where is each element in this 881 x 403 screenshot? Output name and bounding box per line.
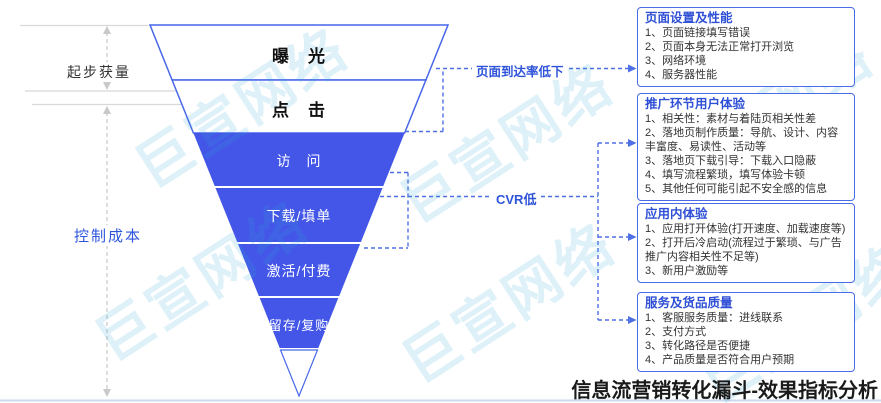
info-box-item: 1、应用打开体验(打开速度、加载速度等) <box>645 223 846 235</box>
cvr-bracket-path <box>364 171 598 249</box>
info-box-item: 1、相关性：素材与着陆页相关性差 <box>645 113 817 125</box>
arrival-connector-path <box>405 67 628 133</box>
cvr-low-label: CVR低 <box>492 189 541 208</box>
info-box-item: 2、页面本身无法正常打开浏览 <box>645 41 795 53</box>
slide-title: 信息流营销转化漏斗-效果指标分析 <box>571 380 878 402</box>
info-box-item: 4、服务器性能 <box>645 69 718 81</box>
info-box-item: 1、客服服务质量：进线联系 <box>645 312 784 324</box>
arrow-right-icon <box>628 316 637 324</box>
measure-lines <box>20 24 182 106</box>
funnel-label-retention: 留存/复购 <box>268 318 330 333</box>
info-box-title: 推广环节用户体验 <box>645 97 746 111</box>
startup-volume-label: 起步获量 <box>64 62 134 82</box>
funnel-label-download: 下载/填单 <box>266 208 332 224</box>
funnel <box>148 24 450 398</box>
info-box-item: 4、填写流程繁琐，填写体验卡顿 <box>645 169 806 181</box>
page-arrival-rate-label: 页面到达率低下 <box>472 61 568 80</box>
info-box-item: 2、打开后冷启动(流程过于繁琐、与广告推广内容相关性不足等) <box>645 237 842 263</box>
info-box-title: 页面设置及性能 <box>645 11 733 25</box>
funnel-label-exposure: 曝 光 <box>272 47 326 66</box>
cost-control-label: 控制成本 <box>71 225 146 246</box>
arrow-up-icon <box>103 26 111 34</box>
info-box-item: 1、页面链接填写错误 <box>645 27 751 39</box>
arrow-down-icon <box>103 389 111 397</box>
arrow-right-icon <box>628 64 637 73</box>
funnel-tip <box>279 349 319 398</box>
info-box-page-setup: 页面设置及性能 1、页面链接填写错误 2、页面本身无法正常打开浏览 3、网络环境… <box>637 7 855 87</box>
funnel-stage-retention <box>259 298 339 348</box>
funnel-stage-download <box>215 188 383 242</box>
info-box-item: 4、产品质量是否符合用户预期 <box>645 354 795 366</box>
info-box-title: 应用内体验 <box>645 207 708 221</box>
funnel-label-visit: 访 问 <box>276 153 322 169</box>
funnel-stage-visit <box>193 133 405 186</box>
connector-arrowheads <box>628 64 637 324</box>
info-box-user-experience: 推广环节用户体验 1、相关性：素材与着陆页相关性差 2、落地页制作质量：导航、设… <box>637 93 855 201</box>
info-box-title: 服务及货品质量 <box>645 296 733 310</box>
arrow-down-icon <box>103 82 111 90</box>
info-box-service-quality: 服务及货品质量 1、客服服务质量：进线联系 2、支付方式 3、转化路径是否便捷 … <box>637 292 855 372</box>
funnel-stage-activate <box>238 244 361 296</box>
info-box-item: 3、落地页下载引导：下载入口隐蔽 <box>645 155 817 167</box>
info-box-item: 2、落地页制作质量：导航、设计、内容丰富度、易读性、活动等 <box>645 127 839 153</box>
funnel-label-click: 点 击 <box>272 101 326 120</box>
info-box-item: 3、网络环境 <box>645 55 707 67</box>
info-box-in-app-experience: 应用内体验 1、应用打开体验(打开速度、加载速度等) 2、打开后冷启动(流程过于… <box>637 203 855 283</box>
info-box-item: 2、支付方式 <box>645 326 707 338</box>
info-box-item: 3、转化路径是否便捷 <box>645 340 751 352</box>
arrow-right-icon <box>628 233 637 241</box>
connector-lines <box>364 67 628 321</box>
info-box-item: 5、其他任何可能引起不安全感的信息 <box>645 183 828 195</box>
branch-spine-path <box>597 142 628 321</box>
arrow-up-icon <box>103 106 111 114</box>
arrow-right-icon <box>628 139 637 147</box>
funnel-label-activate: 激活/付费 <box>266 263 332 279</box>
info-box-item: 3、新用户激励等 <box>645 265 729 277</box>
